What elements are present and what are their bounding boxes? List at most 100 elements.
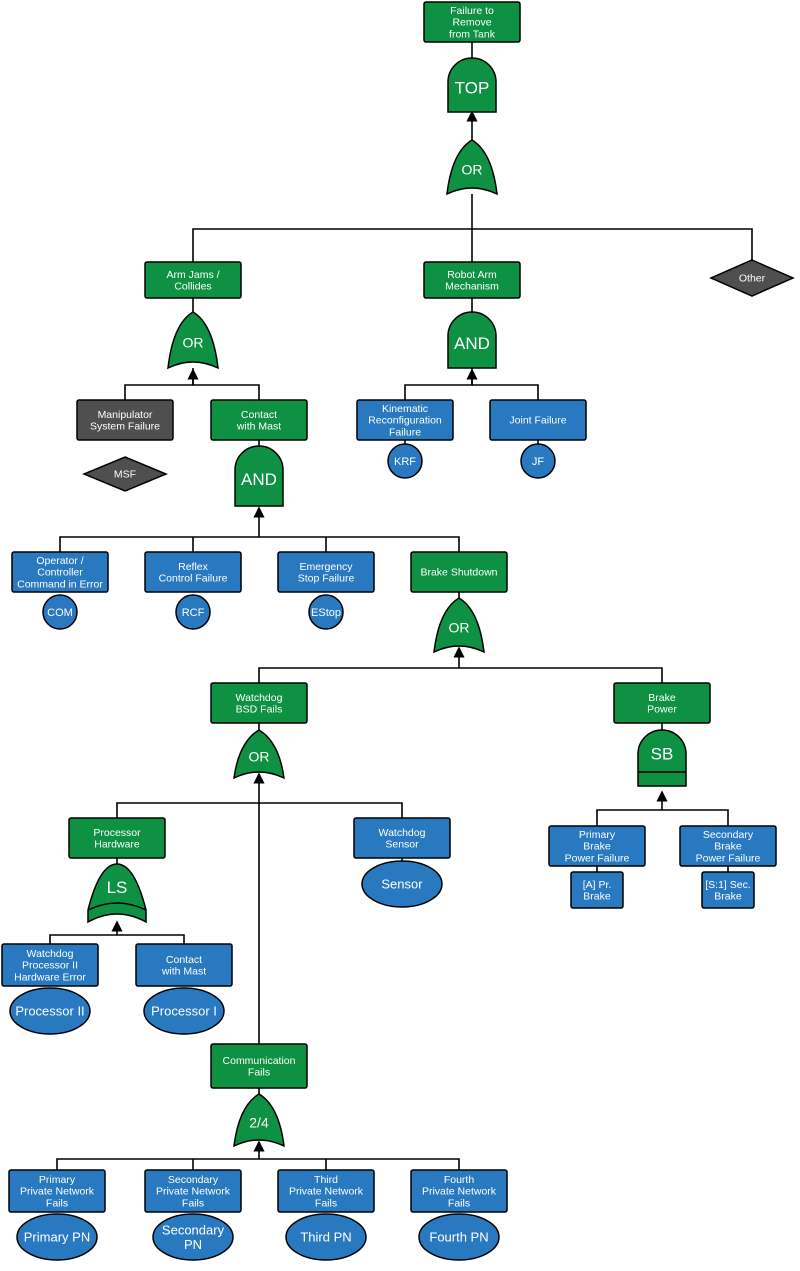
conn-two-four-4 bbox=[259, 1158, 460, 1170]
basic-krf-label: KRF bbox=[394, 456, 416, 468]
basic-estop: EStop bbox=[308, 594, 344, 630]
basic-jf: JF bbox=[520, 443, 556, 479]
gate-or-arm-label: OR bbox=[183, 335, 204, 351]
event-joint: Joint Failure bbox=[489, 399, 587, 441]
gate-two-four-shape bbox=[233, 1093, 285, 1148]
gate-two-four-label: 2/4 bbox=[249, 1115, 269, 1131]
basic-estop-label: EStop bbox=[311, 607, 341, 619]
diamond-msf: MSF bbox=[82, 456, 168, 492]
event-operator-box bbox=[11, 551, 109, 593]
conn-sb-left bbox=[596, 809, 662, 826]
basic-third-pn: Third PN bbox=[285, 1213, 367, 1261]
basic-proc1-shape bbox=[143, 987, 225, 1035]
gate-and-contact-shape bbox=[234, 445, 284, 507]
event-brake-shutdown-box bbox=[410, 551, 508, 593]
gate-or-top: OR bbox=[446, 139, 498, 196]
connector-lines bbox=[49, 40, 753, 1170]
sub-sec-brake-box bbox=[701, 871, 755, 909]
conn-sb-right bbox=[662, 809, 729, 826]
conn-and-robot-left bbox=[404, 368, 473, 400]
basic-proc2-shape bbox=[9, 987, 91, 1035]
basic-estop-shape bbox=[308, 594, 344, 630]
basic-primary-pn: Primary PN bbox=[16, 1213, 98, 1261]
basic-sensor: Sensor bbox=[361, 860, 443, 908]
conn-ls-right bbox=[117, 934, 185, 944]
gate-or-watchdog: OR bbox=[233, 729, 285, 780]
gate-top-shape bbox=[447, 57, 497, 113]
basic-rcf: RCF bbox=[175, 594, 211, 630]
event-contact-mast2-box bbox=[135, 943, 233, 987]
event-primary-brake-box bbox=[548, 825, 646, 867]
event-secondary-pn-box bbox=[144, 1169, 242, 1213]
conn-or-arm-left bbox=[124, 368, 194, 400]
basic-proc2: Processor II bbox=[9, 987, 91, 1035]
gate-or-brake: OR bbox=[433, 597, 485, 654]
event-reflex-box bbox=[144, 551, 242, 593]
gate-top-label: TOP bbox=[455, 79, 490, 98]
basic-com: COM bbox=[42, 594, 78, 630]
event-arm-jams-label: Arm Jams /Collides bbox=[166, 269, 219, 293]
basic-sensor-label: Sensor bbox=[381, 877, 423, 892]
event-joint-box bbox=[489, 399, 587, 441]
basic-proc1: Processor I bbox=[143, 987, 225, 1035]
basic-primary-pn-shape bbox=[16, 1213, 98, 1261]
gate-sb: SB bbox=[637, 729, 687, 787]
gate-or-watchdog-shape bbox=[233, 729, 285, 780]
sub-sec-brake: [S:1] Sec.Brake bbox=[701, 871, 755, 909]
event-third-pn-box bbox=[277, 1169, 375, 1213]
conn-or-arm-right bbox=[193, 384, 260, 400]
gate-ls-label: LS bbox=[107, 878, 128, 897]
basic-fourth-pn: Fourth PN bbox=[418, 1213, 500, 1261]
basic-third-pn-label: Third PN bbox=[300, 1230, 351, 1245]
event-watchdog-bsd-box bbox=[210, 682, 308, 724]
event-joint-label: Joint Failure bbox=[509, 415, 566, 427]
gate-top: TOP bbox=[447, 57, 497, 113]
event-contact-mast-box bbox=[210, 399, 308, 441]
basic-com-label: COM bbox=[47, 607, 73, 619]
gate-and-robot: AND bbox=[447, 311, 497, 369]
sub-sec-brake-label: [S:1] Sec.Brake bbox=[705, 879, 751, 903]
event-arm-jams-box bbox=[144, 261, 242, 299]
event-top-box bbox=[423, 1, 521, 43]
basic-jf-label: JF bbox=[532, 456, 545, 468]
gate-ls: LS bbox=[87, 863, 147, 924]
gate-sb-label: SB bbox=[651, 745, 674, 764]
basic-proc1-label: Processor I bbox=[151, 1004, 217, 1019]
event-watchdog-sensor-box bbox=[353, 817, 451, 859]
basic-krf-shape bbox=[387, 443, 423, 479]
basic-primary-pn-label: Primary PN bbox=[24, 1230, 90, 1245]
basic-fourth-pn-label: Fourth PN bbox=[429, 1230, 488, 1245]
gate-ls-shape bbox=[87, 863, 147, 924]
conn-or-brake-right bbox=[459, 667, 663, 683]
basic-krf: KRF bbox=[387, 443, 423, 479]
diamond-other-shape bbox=[709, 259, 795, 297]
event-fourth-pn-box bbox=[410, 1169, 508, 1213]
